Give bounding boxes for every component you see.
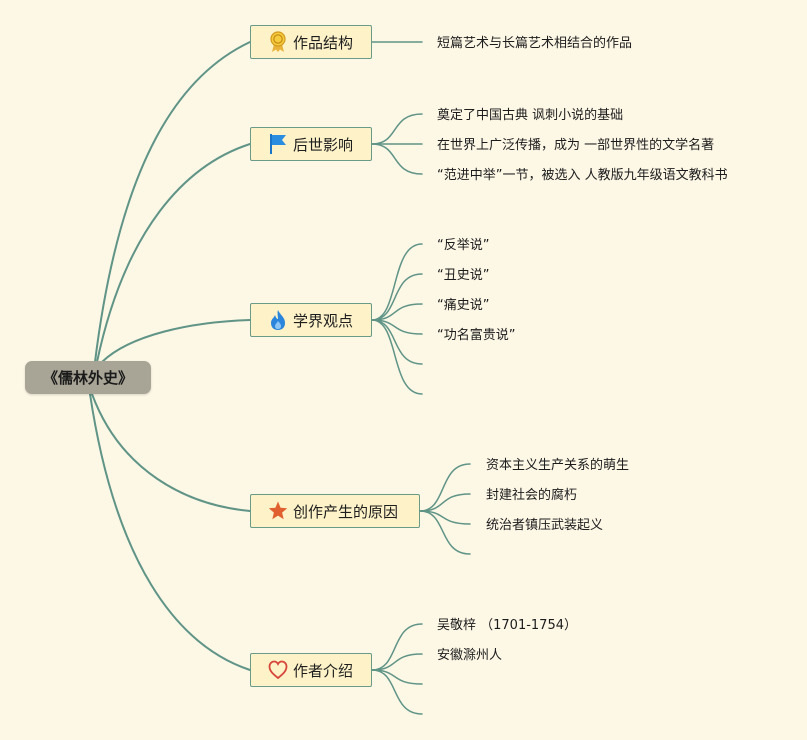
root-connector <box>96 143 251 363</box>
branch-label: 学界观点 <box>293 311 354 330</box>
flag-icon <box>267 133 289 155</box>
leaf-connector <box>419 510 471 555</box>
leaf-connector <box>371 319 423 395</box>
leaf-item[interactable]: 统治者镇压武装起义 <box>486 518 604 533</box>
leaf-connector <box>371 113 423 145</box>
leaf-connector <box>371 623 423 671</box>
leaf-item[interactable]: 资本主义生产关系的萌生 <box>486 458 630 473</box>
leaf-connector <box>371 319 423 365</box>
root-label: 《儒林外史》 <box>42 369 133 387</box>
branch-label: 作者介绍 <box>293 661 354 680</box>
leaf-item[interactable]: 吴敬梓 （1701-1754） <box>437 618 577 633</box>
leaf-item[interactable]: “功名富贵说” <box>437 328 516 343</box>
branch-node-influence[interactable]: 后世影响 <box>250 127 372 161</box>
branch-label: 创作产生的原因 <box>293 502 399 521</box>
leaf-item[interactable]: “范进中举”一节，被选入 人教版九年级语文教科书 <box>437 168 728 183</box>
star-icon <box>267 500 289 522</box>
branch-node-structure[interactable]: 作品结构 <box>250 25 372 59</box>
leaf-item[interactable]: “痛史说” <box>437 298 490 313</box>
leaf-connector <box>371 243 423 321</box>
branch-node-academic-views[interactable]: 学界观点 <box>250 303 372 337</box>
branch-label: 作品结构 <box>293 33 354 52</box>
leaf-item[interactable]: 封建社会的腐朽 <box>486 488 578 503</box>
leaf-item[interactable]: 安徽滁州人 <box>437 648 503 663</box>
award-ribbon-icon <box>267 31 289 53</box>
leaf-item[interactable]: 短篇艺术与长篇艺术相结合的作品 <box>437 36 633 51</box>
leaf-item[interactable]: 在世界上广泛传播，成为 一部世界性的文学名著 <box>437 138 715 153</box>
leaf-connector <box>371 273 423 321</box>
root-connector <box>94 41 251 363</box>
branch-node-author-intro[interactable]: 作者介绍 <box>250 653 372 687</box>
leaf-item[interactable]: 奠定了中国古典 讽刺小说的基础 <box>437 108 624 123</box>
fire-icon <box>267 309 289 331</box>
branch-label: 后世影响 <box>293 135 354 154</box>
root-connector <box>91 393 251 512</box>
leaf-item[interactable]: “丑史说” <box>437 268 490 283</box>
leaf-connector <box>371 669 423 715</box>
leaf-connector <box>419 463 471 512</box>
root-connector <box>101 319 251 363</box>
leaf-item[interactable]: “反举说” <box>437 238 490 253</box>
leaf-connector <box>371 303 423 321</box>
heart-icon <box>267 659 289 681</box>
branch-node-creation-causes[interactable]: 创作产生的原因 <box>250 494 420 528</box>
leaf-connector <box>371 143 423 175</box>
leaf-connector <box>371 653 423 671</box>
leaf-connector <box>419 493 471 512</box>
root-connector <box>89 393 251 671</box>
root-node[interactable]: 《儒林外史》 <box>25 361 151 394</box>
